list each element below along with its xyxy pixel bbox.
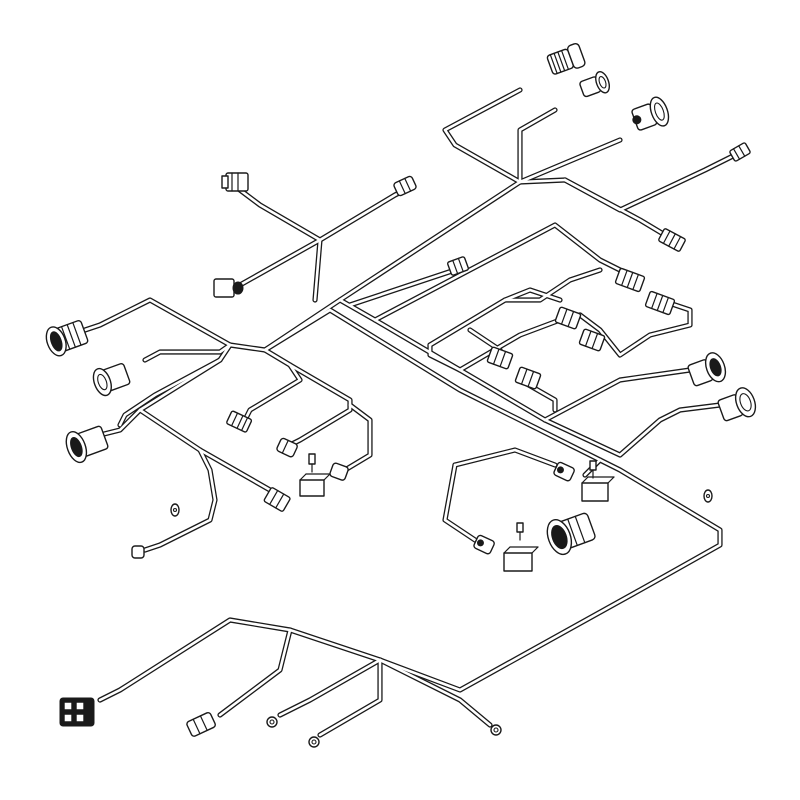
sensor-icon: [589, 460, 597, 479]
multi-pin-connector-icon: [221, 172, 249, 192]
round-connector-icon: [65, 425, 109, 464]
multi-pin-connector-icon: [644, 290, 676, 316]
multi-pin-connector-icon: [514, 366, 542, 390]
multi-pin-connector-icon: [614, 267, 646, 293]
flat-connector-icon: [658, 228, 686, 252]
sensor-icon: [308, 453, 316, 473]
ring-terminal-icon: [170, 503, 180, 517]
round-connector-icon: [579, 71, 610, 98]
flat-connector-icon: [276, 437, 298, 458]
harness-wires: [82, 87, 738, 738]
relay-block-icon: [299, 473, 331, 497]
multi-pin-connector-icon: [213, 278, 244, 298]
flat-connector-icon: [473, 534, 495, 555]
ring-terminal-icon: [490, 724, 502, 736]
flat-connector-icon: [393, 175, 417, 197]
round-connector-icon: [92, 362, 131, 397]
multi-pin-connector-icon: [486, 346, 514, 370]
sensor-icon: [516, 522, 524, 541]
round-connector-icon: [546, 512, 596, 556]
flat-connector-icon: [729, 142, 751, 162]
multi-pin-connector-icon: [578, 328, 606, 352]
round-connector-icon: [687, 352, 727, 387]
multi-pin-connector-icon: [554, 306, 582, 330]
round-connector-icon: [717, 387, 757, 422]
ring-terminal-icon: [703, 489, 713, 503]
round-connector-icon: [546, 42, 586, 75]
multi-pin-connector-icon: [263, 487, 291, 512]
multi-pin-connector-icon: [226, 410, 253, 433]
flat-connector-icon: [553, 461, 575, 482]
ring-terminal-icon: [308, 736, 320, 748]
ring-terminal-icon: [266, 716, 278, 728]
multi-pin-connector-icon: [59, 697, 95, 727]
round-connector-icon: [631, 96, 670, 131]
flat-connector-icon: [186, 711, 216, 737]
flat-connector-icon: [329, 462, 349, 481]
round-connector-icon: [45, 319, 89, 357]
relay-block-icon: [503, 546, 539, 572]
relay-block-icon: [581, 476, 615, 502]
flat-connector-icon: [447, 256, 469, 276]
flat-connector-icon: [131, 545, 145, 559]
